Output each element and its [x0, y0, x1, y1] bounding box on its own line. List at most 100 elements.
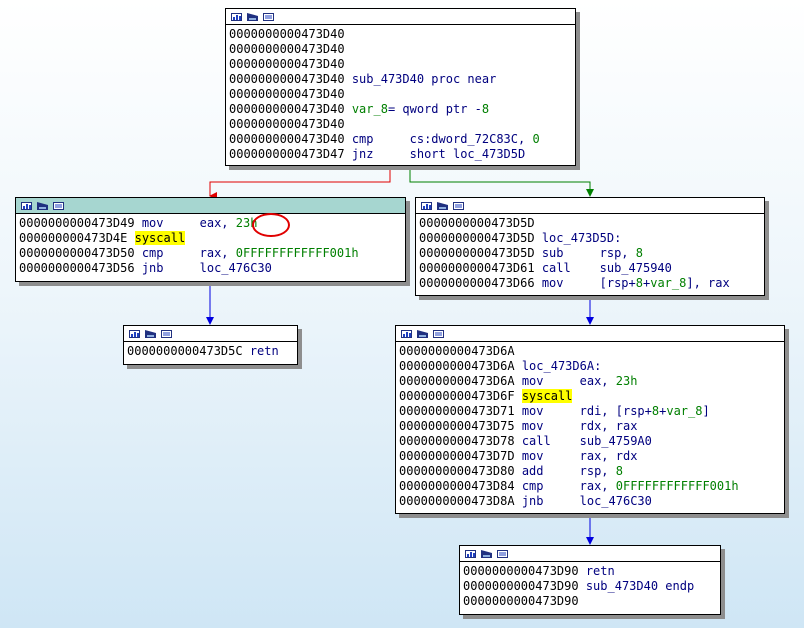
code-token: 0 — [532, 132, 540, 146]
node-title-bar[interactable] — [416, 198, 764, 214]
code-line[interactable]: 0000000000473D84 cmp rax, 0FFFFFFFFFFFF0… — [399, 479, 781, 494]
code-line[interactable]: 0000000000473D6A — [399, 344, 781, 359]
code-line[interactable]: 0000000000473D50 cmp rax, 0FFFFFFFFFFFF0… — [19, 246, 402, 261]
code-line[interactable]: 0000000000473D8A jnb loc_476C30 — [399, 494, 781, 509]
edge-true-branch[interactable] — [409, 166, 594, 197]
code-line[interactable]: 0000000000473D5D loc_473D5D: — [419, 231, 761, 246]
graph-collapse-icon[interactable] — [247, 12, 258, 21]
line-address: 0000000000473D49 — [19, 216, 142, 230]
line-address: 0000000000473D71 — [399, 404, 522, 418]
code-line[interactable]: 0000000000473D6A loc_473D6A: — [399, 359, 781, 374]
node-title-bar[interactable] — [460, 546, 720, 562]
code-token: 8 — [651, 404, 660, 418]
code-line[interactable]: 0000000000473D80 add rsp, 8 — [399, 464, 781, 479]
graph-color-icon[interactable] — [465, 549, 476, 558]
code-line[interactable]: 0000000000473D90 sub_473D40 endp — [463, 579, 717, 594]
highlighted-token: syscall — [134, 231, 186, 245]
line-address: 0000000000473D40 — [229, 72, 352, 86]
annotation-circle — [252, 213, 290, 237]
graph-collapse-icon[interactable] — [37, 201, 48, 210]
code-token: mov [rsp+ — [541, 276, 636, 290]
graph-list-icon[interactable] — [453, 201, 464, 210]
code-line[interactable]: 0000000000473D5D — [419, 216, 761, 231]
code-line[interactable]: 0000000000473D40 — [229, 42, 572, 57]
code-line[interactable]: 0000000000473D47 jnz short loc_473D5D — [229, 147, 572, 162]
code-line[interactable]: 0000000000473D66 mov [rsp+8+var_8], rax — [419, 276, 761, 291]
code-token: mov rdi, [rsp+ — [521, 404, 652, 418]
graph-collapse-icon[interactable] — [437, 201, 448, 210]
line-address: 0000000000473D6A — [399, 374, 522, 388]
graph-color-icon[interactable] — [421, 201, 432, 210]
code-token: + — [642, 276, 651, 290]
code-token: mov rax, rdx — [521, 449, 638, 463]
graph-list-icon[interactable] — [263, 12, 274, 21]
graph-list-icon[interactable] — [433, 329, 444, 338]
graph-collapse-icon[interactable] — [145, 329, 156, 338]
code-line[interactable]: 0000000000473D75 mov rdx, rax — [399, 419, 781, 434]
line-address: 0000000000473D84 — [399, 479, 522, 493]
code-token: call sub_4759A0 — [521, 434, 652, 448]
node-retn-473d5c[interactable]: 0000000000473D5C retn — [123, 325, 298, 365]
node-title-bar[interactable] — [396, 326, 784, 342]
graph-collapse-icon[interactable] — [417, 329, 428, 338]
line-address: 0000000000473D5D — [419, 231, 542, 245]
code-token: sub_473D40 proc near — [351, 72, 497, 86]
code-line[interactable]: 0000000000473D7D mov rax, rdx — [399, 449, 781, 464]
graph-list-icon[interactable] — [53, 201, 64, 210]
graph-collapse-icon[interactable] — [481, 549, 492, 558]
node-title-bar[interactable] — [124, 326, 297, 342]
code-token: retn — [249, 344, 279, 358]
graph-color-icon[interactable] — [129, 329, 140, 338]
code-line[interactable]: 0000000000473D6A mov eax, 23h — [399, 374, 781, 389]
code-line[interactable]: 0000000000473D40 var_8= qword ptr -8 — [229, 102, 572, 117]
line-address: 0000000000473D8A — [399, 494, 522, 508]
code-token: + — [659, 404, 667, 418]
node-title-bar[interactable] — [16, 198, 405, 214]
code-token: var_8 — [666, 404, 703, 418]
code-token: 8 — [481, 102, 490, 116]
code-line[interactable]: 0000000000473D40 — [229, 117, 572, 132]
code-token: call sub_475940 — [541, 261, 672, 275]
code-line[interactable]: 0000000000473D78 call sub_4759A0 — [399, 434, 781, 449]
code-line[interactable]: 0000000000473D40 cmp cs:dword_72C83C, 0 — [229, 132, 572, 147]
code-token: sub rsp, — [541, 246, 636, 260]
code-line[interactable]: 0000000000473D40 sub_473D40 proc near — [229, 72, 572, 87]
line-address: 0000000000473D90 — [463, 594, 579, 608]
graph-color-icon[interactable] — [231, 12, 242, 21]
code-line[interactable]: 0000000000473D90 retn — [463, 564, 717, 579]
code-line[interactable]: 0000000000473D40 — [229, 27, 572, 42]
code-token: cmp cs:dword_72C83C, — [351, 132, 533, 146]
code-line[interactable]: 0000000000473D90 — [463, 594, 717, 609]
graph-color-icon[interactable] — [21, 201, 32, 210]
graph-list-icon[interactable] — [497, 549, 508, 558]
code-token: var_8 — [650, 276, 687, 290]
code-line[interactable]: 0000000000473D61 call sub_475940 — [419, 261, 761, 276]
code-line[interactable]: 000000000473D4E syscall — [19, 231, 402, 246]
code-line[interactable]: 0000000000473D56 jnb loc_476C30 — [19, 261, 402, 276]
code-line[interactable]: 0000000000473D49 mov eax, 23h — [19, 216, 402, 231]
line-address: 0000000000473D7D — [399, 449, 522, 463]
code-token: cmp rax, — [521, 479, 616, 493]
graph-color-icon[interactable] — [401, 329, 412, 338]
code-token: 0FFFFFFFFFFFF001h — [235, 246, 359, 260]
line-address: 0000000000473D75 — [399, 419, 522, 433]
code-token: 8 — [635, 246, 643, 260]
edge-false-branch[interactable] — [209, 166, 391, 200]
code-line[interactable]: 0000000000473D40 — [229, 87, 572, 102]
code-line[interactable]: 0000000000473D5C retn — [127, 344, 294, 359]
graph-list-icon[interactable] — [161, 329, 172, 338]
code-token: var_8 — [351, 102, 388, 116]
code-line[interactable]: 0000000000473D5D sub rsp, 8 — [419, 246, 761, 261]
code-token: mov eax, — [521, 374, 616, 388]
code-line[interactable]: 0000000000473D6F syscall — [399, 389, 781, 404]
code-line[interactable]: 0000000000473D40 — [229, 57, 572, 72]
code-line[interactable]: 0000000000473D71 mov rdi, [rsp+8+var_8] — [399, 404, 781, 419]
node-title-bar[interactable] — [226, 9, 575, 25]
